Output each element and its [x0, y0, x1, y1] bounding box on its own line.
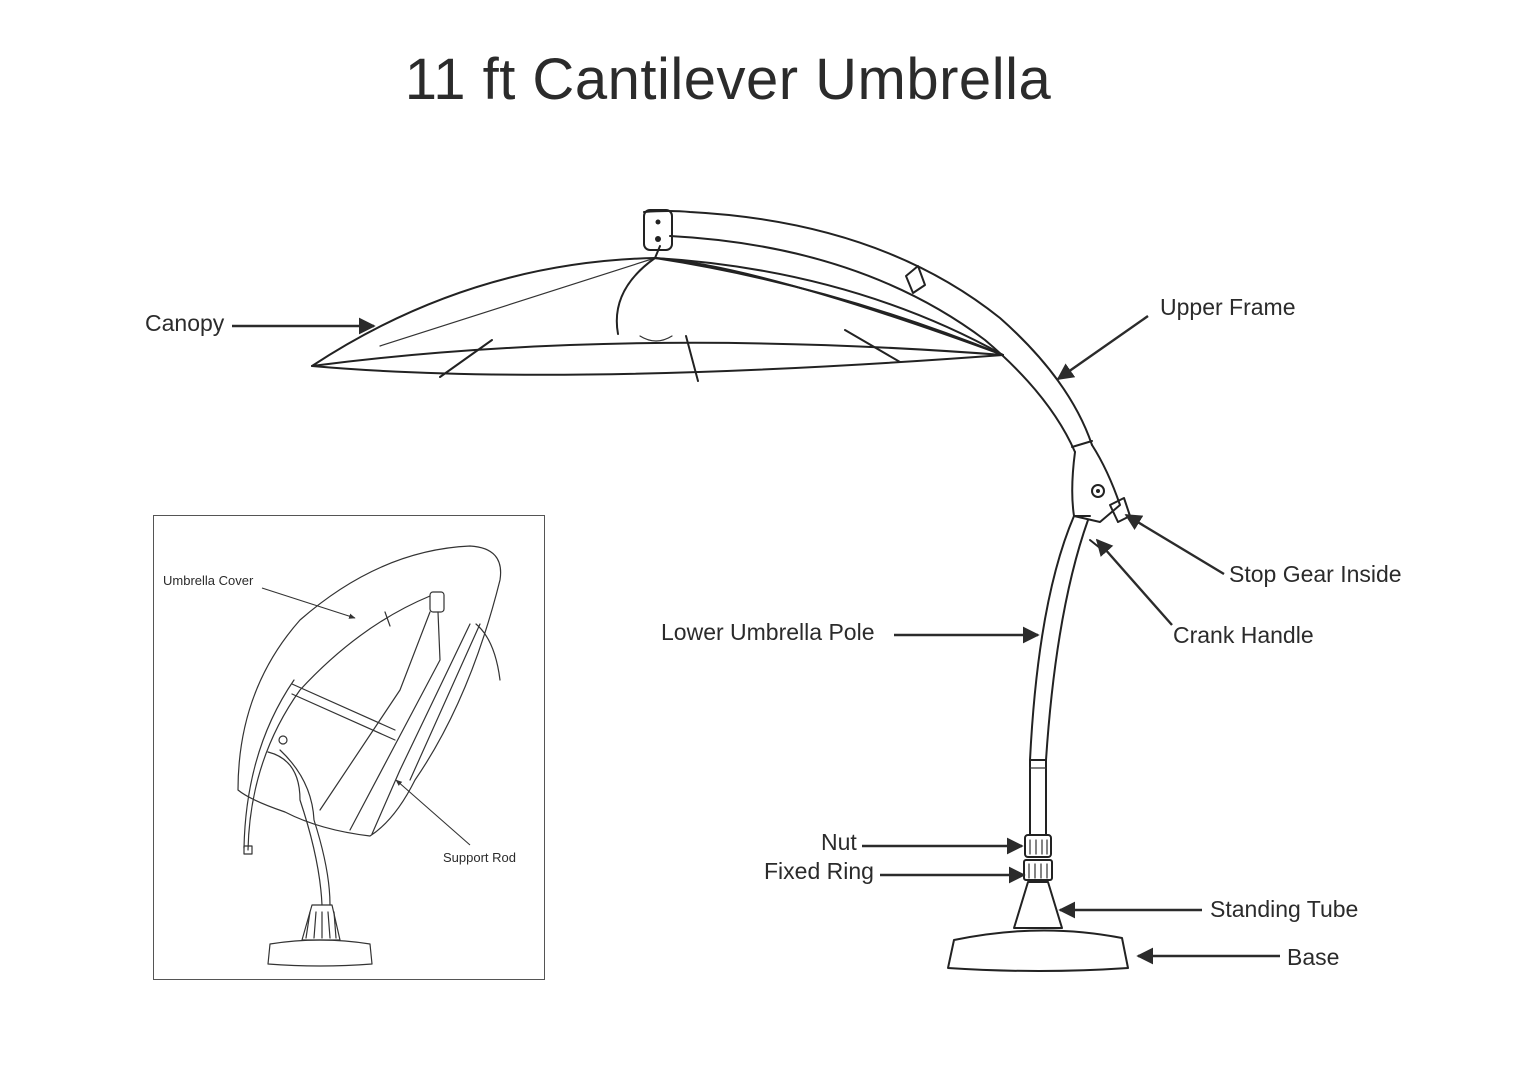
- label-nut: Nut: [821, 829, 857, 855]
- leader-arrows: [232, 315, 1280, 965]
- label-upper-frame: Upper Frame: [1160, 294, 1296, 320]
- crank-handle-arrow: [1095, 538, 1173, 626]
- umbrella-cover-arrow: [261, 587, 356, 619]
- label-crank-handle: Crank Handle: [1173, 622, 1314, 648]
- label-support-rod: Support Rod: [443, 850, 516, 865]
- support-rod-arrow: [395, 779, 471, 846]
- label-base: Base: [1287, 944, 1340, 970]
- page-title: 11 ft Cantilever Umbrella: [404, 47, 1052, 112]
- label-fixed-ring: Fixed Ring: [764, 858, 874, 884]
- nut-and-ring: [1023, 834, 1053, 881]
- label-canopy: Canopy: [145, 310, 225, 336]
- inset-frame: [153, 515, 545, 980]
- lower-pole: [1029, 515, 1101, 836]
- label-umbrella-cover: Umbrella Cover: [163, 573, 254, 588]
- stop-gear-arrow: [1124, 513, 1225, 576]
- label-standing-tube: Standing Tube: [1210, 896, 1359, 922]
- base: [947, 929, 1129, 972]
- inset-covered-umbrella: [237, 545, 502, 967]
- standing-tube: [1013, 881, 1063, 929]
- label-lower-umbrella-pole: Lower Umbrella Pole: [661, 619, 875, 645]
- upper-frame-arrow: [1056, 315, 1149, 380]
- label-stop-gear-inside: Stop Gear Inside: [1229, 561, 1402, 587]
- hinge-joint: [1071, 444, 1131, 523]
- canopy: [311, 245, 1004, 382]
- upper-frame: [643, 209, 1093, 453]
